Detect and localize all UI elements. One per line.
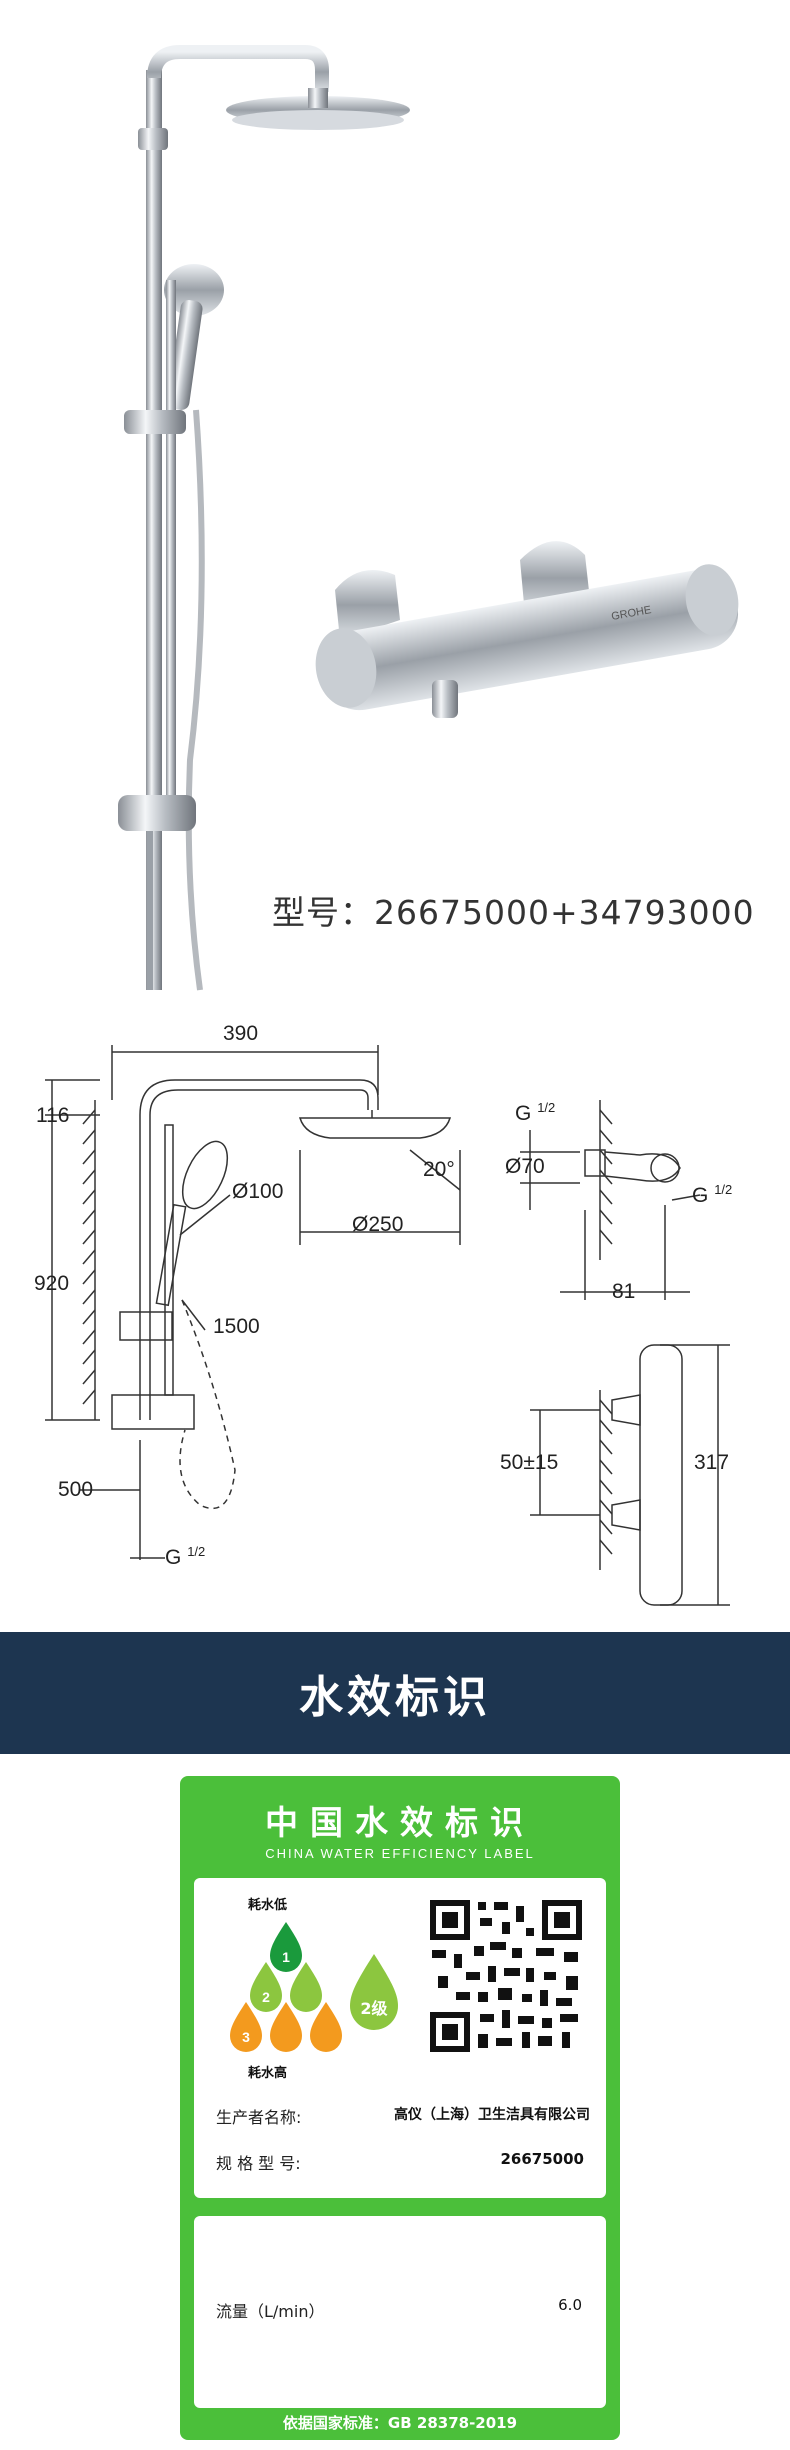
- banner-title: 水效标识: [299, 1672, 491, 1723]
- dim-g-top: G 1/2: [515, 1100, 555, 1126]
- wall-hatch-left: [82, 1100, 96, 1420]
- flow-label: 流量（L/min）: [216, 2302, 325, 2321]
- current-grade-drop: 2级: [350, 1954, 398, 2030]
- low-consumption-text: 耗水低: [248, 1898, 288, 1913]
- water-efficiency-label-card: 中国水效标识 CHINA WATER EFFICIENCY LABEL 耗水低 …: [180, 1776, 620, 2440]
- technical-drawing-section: 390 116 920 500 G 1/2 Ø100 20° Ø250 1500…: [0, 1000, 790, 1630]
- label-info-panel: 耗水低 1 2 3 耗水高: [194, 1878, 606, 2198]
- water-efficiency-banner: 水效标识: [0, 1632, 790, 1754]
- qr-code[interactable]: [426, 1896, 586, 2056]
- drop-level-1: 1: [270, 1922, 302, 1972]
- water-efficiency-label-section: 中国水效标识 CHINA WATER EFFICIENCY LABEL 耗水低 …: [0, 1754, 790, 2450]
- drop-level-1-label: 1: [282, 1949, 290, 1965]
- g-right-fraction: 1/2: [714, 1182, 733, 1197]
- label-flow-panel: 流量（L/min） 6.0: [194, 2216, 606, 2408]
- high-consumption-text: 耗水高: [248, 2066, 288, 2081]
- g-top-fraction: 1/2: [537, 1100, 556, 1115]
- current-grade-label: 2级: [360, 1999, 388, 2018]
- dim-100: Ø100: [232, 1180, 284, 1203]
- g-bottom-letter: G: [165, 1546, 182, 1569]
- dim-81: 81: [612, 1280, 636, 1303]
- dim-50: 50±15: [500, 1451, 559, 1474]
- g-right-letter: G: [692, 1184, 709, 1207]
- dim-390: 390: [223, 1022, 259, 1045]
- dim-g-right: G 1/2: [692, 1182, 732, 1208]
- dim-g-bottom: G 1/2: [165, 1544, 205, 1570]
- dim-20: 20°: [423, 1158, 455, 1181]
- efficiency-grade-drops: 1 2 3: [230, 1922, 342, 2052]
- model-value: 26675000: [500, 2150, 585, 2168]
- thermostat-mixer-image: GROHE: [315, 541, 739, 718]
- dim-500: 500: [58, 1478, 94, 1501]
- drop-level-3: 3: [230, 2002, 342, 2052]
- flow-value: 6.0: [558, 2296, 582, 2314]
- label-cn-title: 中国水效标识: [265, 1803, 535, 1842]
- model-number-text: 型号：26675000+34793000: [272, 893, 755, 932]
- shower-system-illustration: GROHE: [118, 45, 739, 991]
- standard-reference: 依据国家标准：GB 28378-2019: [282, 2414, 518, 2432]
- maker-value: 高仪（上海）卫生洁具有限公司: [394, 2107, 590, 2123]
- maker-label: 生产者名称:: [216, 2108, 302, 2127]
- dim-116: 116: [36, 1104, 70, 1127]
- drop-level-3-label: 3: [242, 2029, 250, 2045]
- dim-70: Ø70: [505, 1155, 545, 1178]
- drop-level-2: 2: [250, 1962, 322, 2012]
- dim-1500: 1500: [213, 1315, 260, 1338]
- label-en-title: CHINA WATER EFFICIENCY LABEL: [265, 1846, 535, 1861]
- g-top-letter: G: [515, 1102, 532, 1125]
- g-bottom-fraction: 1/2: [187, 1544, 206, 1559]
- dimension-drawing: [45, 1045, 730, 1606]
- product-photo-section: GROHE 型号：26675000+34793000: [0, 0, 790, 1000]
- dim-920: 920: [34, 1272, 70, 1295]
- model-label: 规 格 型 号:: [216, 2154, 301, 2173]
- drop-level-2-label: 2: [262, 1989, 270, 2005]
- dim-317: 317: [694, 1451, 730, 1474]
- dim-250: Ø250: [352, 1213, 404, 1236]
